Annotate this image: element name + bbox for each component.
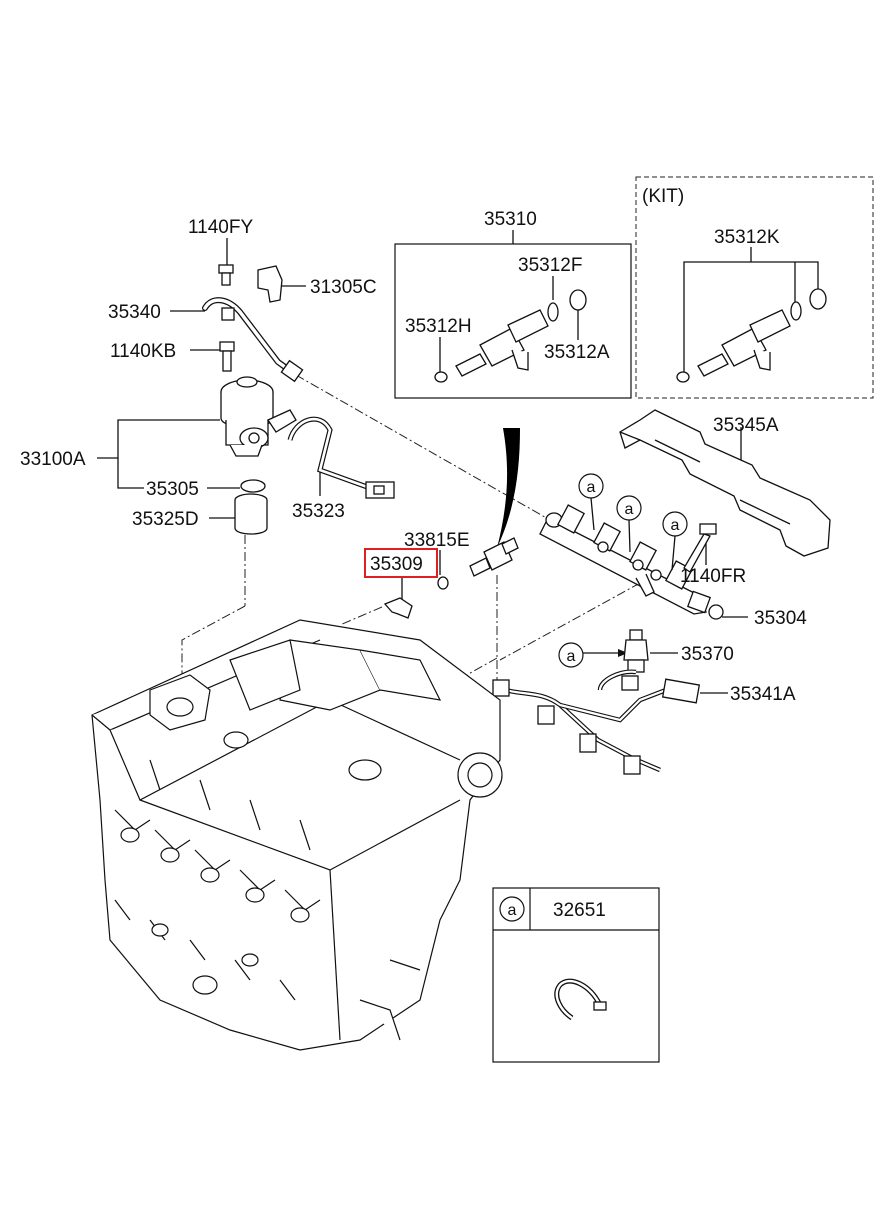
label-35309[interactable]: 35309 bbox=[370, 554, 423, 575]
legend-marker: a bbox=[499, 896, 525, 922]
label-1140fy[interactable]: 1140FY bbox=[188, 217, 253, 238]
leader-lines bbox=[97, 230, 819, 694]
bracket-31305c bbox=[257, 265, 283, 303]
hose-clip-32651 bbox=[554, 978, 603, 1021]
label-35323[interactable]: 35323 bbox=[292, 501, 345, 522]
label-35312h[interactable]: 35312H bbox=[405, 316, 472, 337]
svg-text:a: a bbox=[508, 902, 517, 919]
label-35340[interactable]: 35340 bbox=[108, 302, 161, 323]
kit-box bbox=[635, 176, 874, 399]
svg-text:a: a bbox=[625, 501, 634, 518]
ref-marker-3: a bbox=[662, 511, 688, 537]
label-35345a[interactable]: 35345A bbox=[713, 415, 779, 436]
ref-marker-4: a bbox=[558, 642, 584, 668]
wiring-35323 bbox=[287, 416, 395, 499]
cover-35345a bbox=[619, 409, 831, 557]
clip-35309 bbox=[383, 597, 413, 619]
label-32651[interactable]: 32651 bbox=[553, 900, 606, 921]
injector-35310 bbox=[434, 289, 587, 383]
label-35312f[interactable]: 35312F bbox=[518, 255, 582, 276]
label-33815e[interactable]: 33815E bbox=[404, 530, 470, 551]
tappet-35325d bbox=[234, 493, 268, 535]
injector-kit bbox=[676, 288, 827, 383]
wiring-harness-35341a bbox=[492, 669, 701, 775]
highlight-box bbox=[364, 548, 438, 578]
svg-text:a: a bbox=[671, 517, 680, 534]
engine-block bbox=[91, 619, 503, 1051]
label-31305c[interactable]: 31305C bbox=[310, 277, 377, 298]
label-35370[interactable]: 35370 bbox=[681, 644, 734, 665]
high-pressure-pump bbox=[220, 376, 297, 457]
svg-text:a: a bbox=[587, 479, 596, 496]
label-35312k[interactable]: 35312K bbox=[714, 227, 780, 248]
bolt-1140kb bbox=[219, 341, 235, 372]
label-1140kb[interactable]: 1140KB bbox=[110, 341, 176, 362]
valve-35370 bbox=[623, 629, 649, 673]
bolt-1140fy bbox=[218, 264, 234, 286]
label-kit: (KIT) bbox=[642, 186, 684, 207]
label-35304[interactable]: 35304 bbox=[754, 608, 807, 629]
label-35312a[interactable]: 35312A bbox=[544, 342, 610, 363]
oring-35305 bbox=[240, 479, 266, 493]
sensor-35304 bbox=[686, 590, 724, 620]
legend-box-a bbox=[492, 887, 660, 1063]
label-35310[interactable]: 35310 bbox=[484, 209, 537, 230]
ref-marker-2: a bbox=[616, 495, 642, 521]
label-35325d[interactable]: 35325D bbox=[132, 509, 199, 530]
ref-marker-1: a bbox=[578, 473, 604, 499]
label-35305[interactable]: 35305 bbox=[146, 479, 199, 500]
fuel-rail bbox=[539, 504, 707, 615]
bolt-1140fr bbox=[683, 523, 717, 573]
label-35341a[interactable]: 35341A bbox=[730, 684, 796, 705]
label-1140fr[interactable]: 1140FR bbox=[680, 566, 746, 587]
pointer-arrow bbox=[497, 428, 520, 548]
label-33100a[interactable]: 33100A bbox=[20, 449, 86, 470]
injector-33815e bbox=[437, 537, 519, 590]
svg-text:a: a bbox=[567, 648, 576, 665]
pipe-nut bbox=[280, 359, 304, 383]
